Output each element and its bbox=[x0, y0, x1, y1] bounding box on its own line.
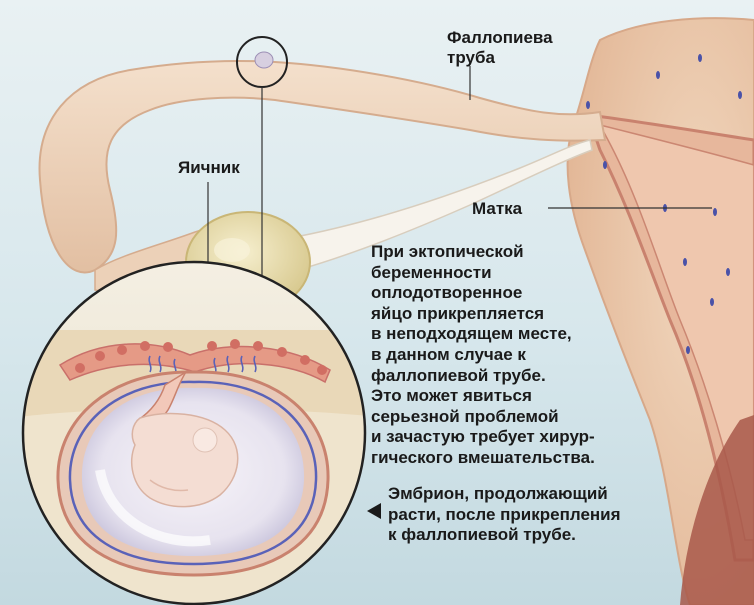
description-line: При эктопической bbox=[371, 242, 524, 261]
magnified-embryo-view bbox=[21, 260, 367, 605]
embryo-note-text: Эмбрион, продолжающий расти, после прикр… bbox=[388, 484, 678, 546]
description-line: яйцо прикрепляется bbox=[371, 303, 545, 323]
description-line: беременности bbox=[371, 262, 492, 282]
description-line: серьезной проблемой bbox=[371, 406, 559, 426]
description-line: и зачастую требует хирур- bbox=[371, 427, 595, 447]
uterus-label: Матка bbox=[472, 199, 523, 218]
left-pointer-arrow-icon bbox=[367, 503, 381, 519]
description-line: Это может явиться bbox=[371, 386, 532, 406]
description-line: гического вмешательства. bbox=[371, 447, 595, 467]
uterine-cavity bbox=[598, 123, 754, 541]
description-line: фаллопиевой трубе. bbox=[371, 365, 546, 385]
ovarian-ligament bbox=[289, 139, 593, 271]
ovary-label: Яичник bbox=[178, 158, 240, 177]
uterus-lower-cavity bbox=[680, 415, 754, 605]
description-line: в неподходящем месте, bbox=[371, 324, 572, 344]
embryo-note-line: расти, после прикрепления bbox=[388, 504, 621, 524]
description-text: При эктопической беременности оплодотвор… bbox=[371, 242, 671, 469]
fallopian-tube bbox=[38, 59, 607, 274]
description-line: оплодотворенное bbox=[371, 283, 523, 303]
embryo-shape bbox=[131, 412, 239, 508]
embryo-note-line: Эмбрион, продолжающий bbox=[388, 484, 608, 503]
fallopian-tube-label: Фаллопиева труба bbox=[447, 28, 553, 67]
embryo-note-line: к фаллопиевой трубе. bbox=[388, 525, 576, 545]
description-line: в данном случае к bbox=[371, 344, 526, 364]
